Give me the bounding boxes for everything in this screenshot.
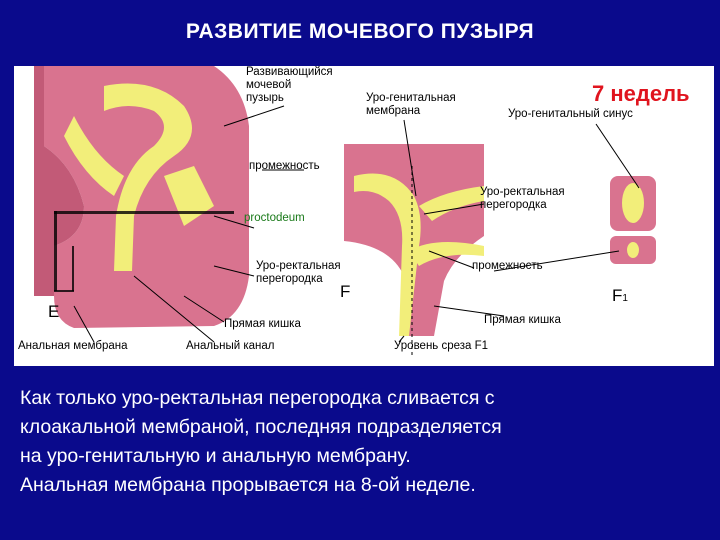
label-urogenital-membrane: Уро-генитальная мембрана [366, 92, 456, 118]
panel-letter-f: F [340, 282, 350, 302]
caption-line: клоакальной мембраной, последняя подразд… [20, 413, 692, 442]
caption-line: Как только уро-ректальная перегородка сл… [20, 384, 692, 413]
label-proctodeum: proctodeum [244, 212, 305, 225]
label-section-level: Уровень среза F1 [394, 340, 488, 353]
panel-f1-section [610, 176, 656, 264]
panel-e-section [34, 66, 249, 328]
panel-letter-e: E [48, 302, 59, 322]
caption-line: на уро-генитальную и анальную мембрану. [20, 442, 692, 471]
label-urorectal-septum-right: Уро-ректальная перегородка [480, 186, 565, 212]
label-rectum-left: Прямая кишка [224, 318, 301, 331]
panel-letter-f1: F1 [612, 286, 628, 306]
slide-caption: Как только уро-ректальная перегородка сл… [20, 384, 692, 500]
label-developing-bladder: Развивающийся мочевой пузырь [246, 66, 333, 106]
label-anal-membrane: Анальная мембрана [18, 340, 128, 353]
label-perineum-top: промежность [249, 160, 320, 173]
label-anal-canal: Анальный канал [186, 340, 275, 353]
stage-label: 7 недель [592, 81, 690, 107]
label-urogenital-sinus: Уро-генитальный синус [508, 108, 633, 121]
embryology-figure: Развивающийся мочевой пузырь Уро-генитал… [14, 66, 714, 366]
slide-title: РАЗВИТИЕ МОЧЕВОГО ПУЗЫРЯ [0, 20, 720, 44]
label-perineum-right: промежность [472, 260, 543, 273]
label-rectum-right: Прямая кишка [484, 314, 561, 327]
caption-line: Анальная мембрана прорывается на 8-ой не… [20, 471, 692, 500]
label-urorectal-septum-left: Уро-ректальная перегородка [256, 260, 341, 286]
panel-f-section [344, 144, 484, 356]
